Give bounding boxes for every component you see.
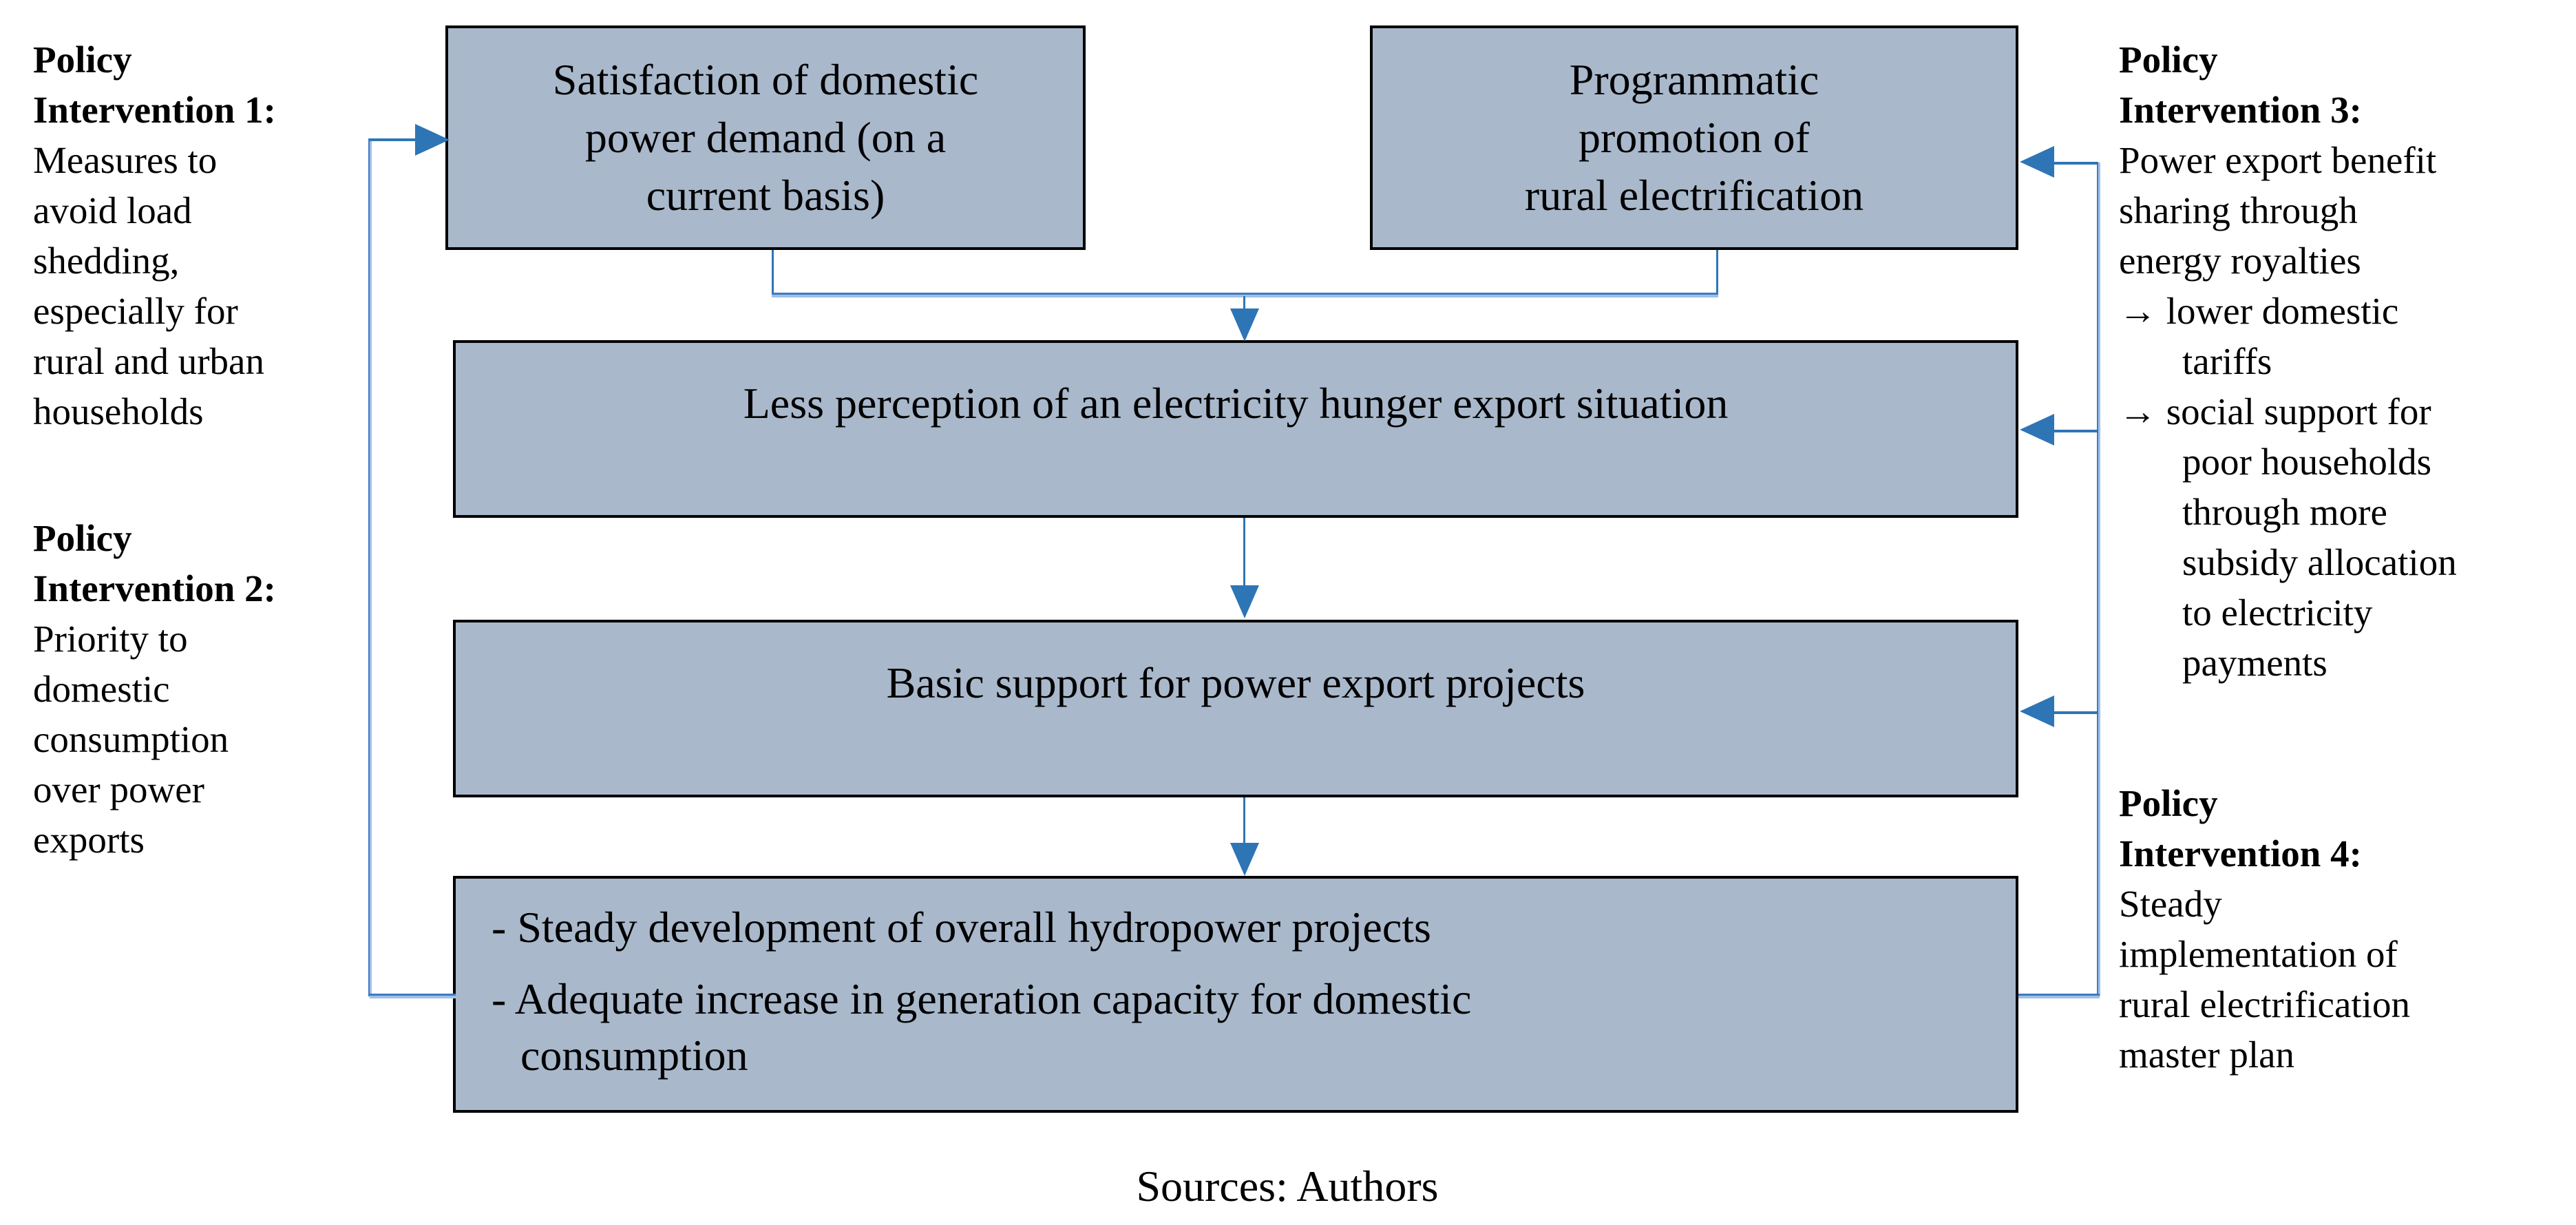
programmatic-drop-line xyxy=(1716,250,1718,294)
pi1-title-line1: Policy xyxy=(33,39,132,81)
pi2-line: domestic xyxy=(33,668,170,710)
flow-arrow2-shaft xyxy=(1243,797,1245,844)
junction-stub-line xyxy=(1243,296,1245,311)
box-programmatic-line2: promotion of xyxy=(1579,113,1810,162)
box-satisfaction-line3: current basis) xyxy=(646,171,885,220)
pi3-arrow2-shaft xyxy=(2054,430,2098,432)
sources-caption: Sources: Authors xyxy=(1136,1162,1439,1211)
pi4-title-line2: Intervention 4: xyxy=(2119,833,2362,875)
box-steady-bullet1: - Steady development of overall hydropow… xyxy=(492,903,1431,952)
pi3-arrow3-arrowhead-left-icon xyxy=(2020,695,2054,727)
pi1-line: especially for xyxy=(33,290,238,332)
pi1-line: avoid load xyxy=(33,189,192,231)
satisfaction-drop-line xyxy=(772,250,774,294)
box-less-perception: Less perception of an electricity hunger… xyxy=(453,340,2018,518)
pi1-title-line2: Intervention 1: xyxy=(33,89,276,131)
box-programmatic-line1: Programmatic xyxy=(1569,55,1819,104)
flow-arrow1-shaft xyxy=(1243,518,1245,587)
pi3-line: sharing through xyxy=(2119,189,2358,231)
pi3-line: through more xyxy=(2182,491,2387,533)
flow-arrow1-arrowhead-down-icon xyxy=(1230,585,1259,618)
pi4-title-line1: Policy xyxy=(2119,782,2218,824)
pi1-line: households xyxy=(33,390,204,432)
pi3-line: poor households xyxy=(2182,441,2432,483)
policy-intervention-3-text: Policy Intervention 3: Power export bene… xyxy=(2119,34,2576,688)
pi3-line: energy royalties xyxy=(2119,240,2361,282)
pi4-line: rural electrification xyxy=(2119,983,2410,1025)
flow-arrow2-arrowhead-down-icon xyxy=(1230,843,1259,876)
pi4-line: Steady xyxy=(2119,883,2222,925)
pi3-line: tariffs xyxy=(2182,340,2272,382)
pi2-line: Priority to xyxy=(33,618,188,660)
pi4-line: implementation of xyxy=(2119,933,2398,975)
pi3-line: to electricity xyxy=(2182,591,2373,634)
pi3-line: payments xyxy=(2182,642,2327,684)
box-basic-support-text: Basic support for power export projects xyxy=(886,658,1585,707)
pi1-line: rural and urban xyxy=(33,340,264,382)
pi1-line: Measures to xyxy=(33,139,218,181)
policy-intervention-4-text: Policy Intervention 4: Steady implementa… xyxy=(2119,778,2576,1080)
pi3-title-line2: Intervention 3: xyxy=(2119,89,2362,131)
pi1-arrowhead-right-icon xyxy=(415,124,450,156)
pi3-arrow1-arrowhead-left-icon xyxy=(2020,146,2054,178)
box-satisfaction-domestic-demand: Satisfaction of domestic power demand (o… xyxy=(445,25,1086,250)
left-connector-vertical-line xyxy=(368,138,372,996)
pi4-line: master plan xyxy=(2119,1034,2295,1076)
policy-intervention-1-text: Policy Intervention 1: Measures to avoid… xyxy=(33,34,419,437)
pi3-arrow-line: → lower domestic xyxy=(2119,290,2399,332)
left-connector-bottom-line xyxy=(370,994,456,998)
pi3-title-line1: Policy xyxy=(2119,39,2218,81)
pi3-line: Power export benefit xyxy=(2119,139,2437,181)
box-satisfaction-line2: power demand (on a xyxy=(584,113,947,162)
box-steady-bullet2-continuation: consumption xyxy=(520,1031,748,1080)
pi2-title-line1: Policy xyxy=(33,517,132,559)
policy-intervention-2-text: Policy Intervention 2: Priority to domes… xyxy=(33,513,419,865)
pi2-line: consumption xyxy=(33,718,229,760)
pi1-line: shedding, xyxy=(33,240,180,282)
pi2-line: over power xyxy=(33,768,204,810)
pi3-line: subsidy allocation xyxy=(2182,541,2457,583)
pi3-arrow2-arrowhead-left-icon xyxy=(2020,414,2054,446)
junction-horizontal-line xyxy=(772,293,1718,297)
box-less-perception-text: Less perception of an electricity hunger… xyxy=(743,379,1729,428)
pi3-arrow-line: → social support for xyxy=(2119,390,2431,432)
box-steady-development: - Steady development of overall hydropow… xyxy=(453,876,2018,1113)
box-programmatic-line3: rural electrification xyxy=(1524,171,1864,220)
pi2-line: exports xyxy=(33,819,145,861)
junction-arrowhead-down-icon xyxy=(1230,308,1259,342)
box-satisfaction-line1: Satisfaction of domestic xyxy=(552,55,979,104)
pi3-arrow3-shaft xyxy=(2054,711,2098,714)
box-programmatic-promotion: Programmatic promotion of rural electrif… xyxy=(1370,25,2018,250)
pi3-arrow1-shaft xyxy=(2054,162,2098,165)
right-connector-bottom-line xyxy=(2018,994,2100,998)
pi1-arrow-shaft xyxy=(370,138,416,141)
box-steady-bullet2: - Adequate increase in generation capaci… xyxy=(492,974,1472,1023)
right-connector-vertical-line xyxy=(2097,163,2100,996)
pi2-title-line2: Intervention 2: xyxy=(33,567,276,609)
box-basic-support: Basic support for power export projects xyxy=(453,620,2018,797)
